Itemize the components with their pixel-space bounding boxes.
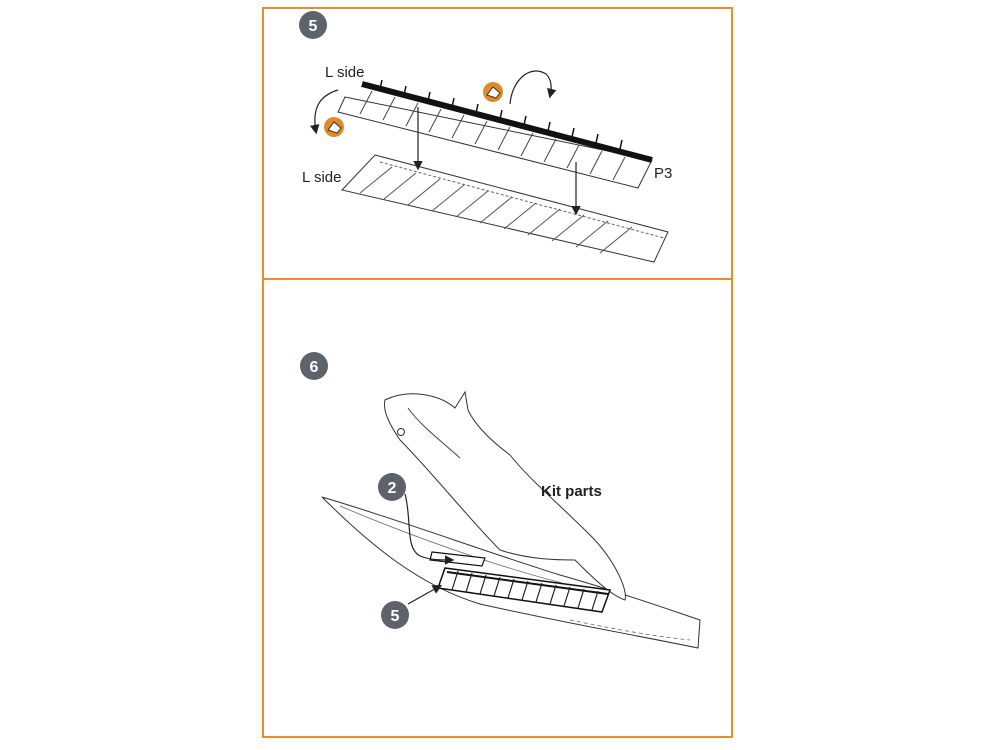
kit-wing-panel bbox=[321, 496, 701, 649]
callout-5-arrow bbox=[407, 584, 443, 605]
callout-5-badge: 5 bbox=[381, 601, 409, 629]
installed-flap-part bbox=[429, 551, 612, 613]
bend-down-icon bbox=[324, 117, 344, 137]
bend-arrow-right bbox=[509, 70, 557, 105]
l-side-label-top: L side bbox=[325, 64, 364, 81]
svg-text:2: 2 bbox=[388, 480, 397, 497]
bend-up-icon bbox=[483, 82, 503, 102]
bend-arrow-left bbox=[309, 89, 339, 135]
l-side-label-bottom: L side bbox=[302, 169, 341, 186]
p3-flap-part bbox=[337, 79, 653, 189]
step-5-badge: 5 bbox=[299, 11, 327, 39]
kit-flap-part bbox=[341, 154, 669, 263]
svg-text:5: 5 bbox=[309, 18, 318, 35]
svg-text:6: 6 bbox=[310, 359, 319, 376]
kit-parts-label: Kit parts bbox=[541, 483, 602, 500]
step-6-badge: 6 bbox=[300, 352, 328, 380]
callout-2-badge: 2 bbox=[378, 473, 406, 501]
callout-2-arrow bbox=[404, 493, 455, 565]
part-label-p3: P3 bbox=[654, 165, 672, 182]
svg-text:5: 5 bbox=[391, 608, 400, 625]
